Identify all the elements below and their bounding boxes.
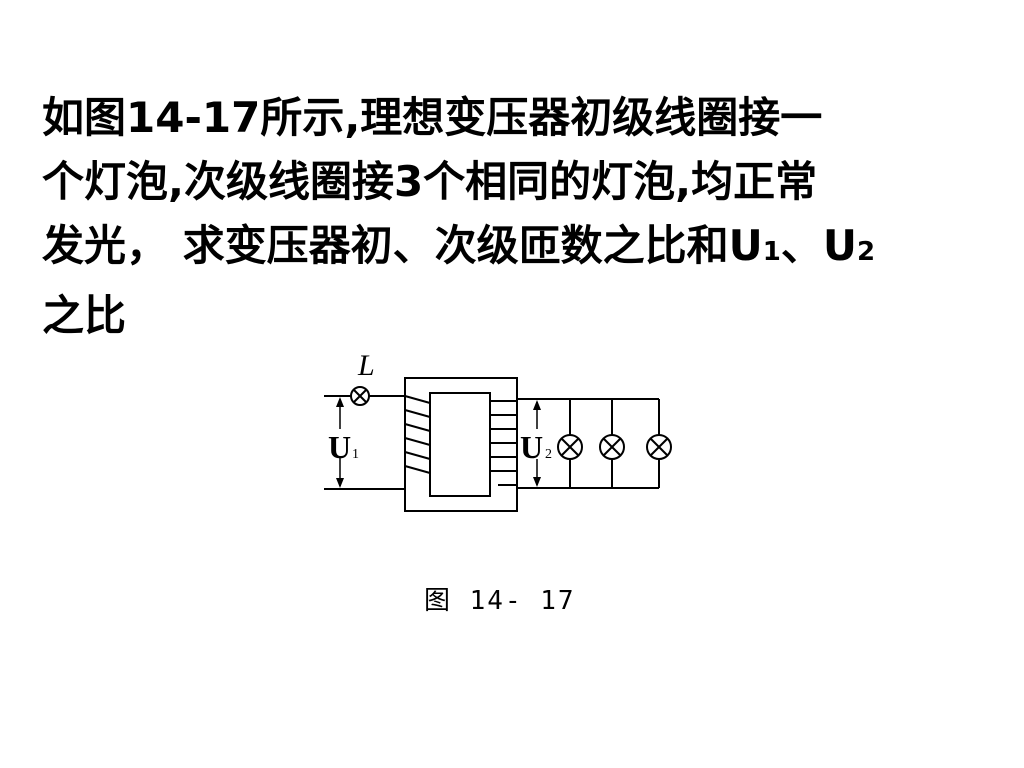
transformer-core-outer [404,377,518,512]
lamp-l-icon [350,386,370,406]
u1-label: U [328,429,351,465]
primary-coil [404,395,431,474]
transformer-core-inner [429,392,491,497]
u2-label-sub: 2 [545,447,552,462]
lamp-1-icon [557,434,583,460]
question-line-3-mid: 、U [780,221,857,270]
question-text: 如图14-17所示,理想变压器初级线圈接一 个灯泡,次级线圈接3个相同的灯泡,均… [42,86,1002,348]
question-line-3: 发光， 求变压器初、次级匝数之比和U1、U2 [42,214,1002,284]
question-line-3-text: 发光， 求变压器初、次级匝数之比和U [42,221,763,270]
figure-caption: 图 14- 17 [424,586,576,616]
transformer-circuit-diagram: L U 1 U 2 [324,349,672,512]
lamp-3-icon [646,434,672,460]
u1-label-sub: 1 [352,447,359,462]
lamp-2-icon [599,434,625,460]
u2-label: U [520,429,543,465]
u1-subscript: 1 [762,237,781,267]
question-line-1: 如图14-17所示,理想变压器初级线圈接一 [42,93,823,142]
lamp-l-label: L [357,349,375,382]
u2-subscript: 2 [856,237,876,267]
question-line-2: 个灯泡,次级线圈接3个相同的灯泡,均正常 [42,157,818,206]
secondary-coil [490,400,517,486]
question-line-4: 之比 [42,291,127,340]
